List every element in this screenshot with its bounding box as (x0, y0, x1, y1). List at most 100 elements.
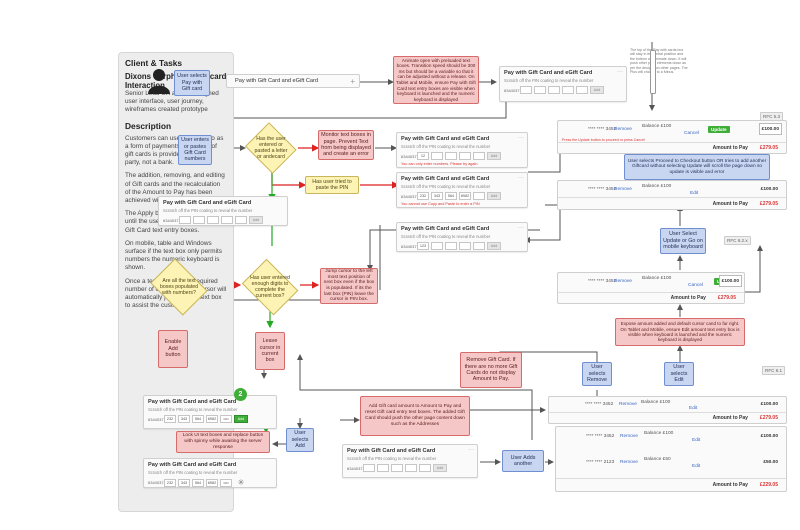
remove-link[interactable]: Remove (614, 186, 632, 192)
add-button-disabled[interactable]: Add (487, 152, 501, 160)
form-subtitle: Scratch off the PIN coating to reveal th… (504, 78, 594, 83)
edit-link-1[interactable]: Edit (692, 437, 701, 443)
add-button-disabled[interactable]: Add (249, 216, 263, 224)
num-field-1[interactable]: 12 (417, 152, 429, 160)
cancel-link[interactable]: Cancel (688, 282, 703, 288)
num-field-1[interactable] (520, 86, 532, 94)
form-subtitle: Scratch off the PIN coating to reveal th… (401, 144, 491, 149)
add-button-disabled[interactable]: Add (590, 86, 604, 94)
section-title-description: Description (125, 120, 172, 131)
total-row: Amount to Pay £279.05 (558, 142, 786, 153)
card-label: 6344037 (504, 87, 520, 93)
giftcard-form-letters-error: Pay with Gift Card and eGift Card Scratc… (396, 132, 528, 168)
num-field-1[interactable] (363, 464, 375, 472)
giftcard-form-paste-error: Pay with Gift Card and eGift Card Scratc… (396, 172, 528, 208)
form-title: Pay with Gift Card and eGift Card (401, 226, 490, 232)
cancel-link[interactable]: Cancel (684, 130, 699, 136)
edit-amount-field[interactable]: £100.00 (718, 275, 742, 287)
num-field-3[interactable] (207, 216, 219, 224)
num-field-2: 343 (178, 478, 190, 487)
num-field-2[interactable] (534, 86, 546, 94)
num-field-3[interactable]: 564 (192, 415, 204, 423)
num-field-3[interactable] (391, 464, 403, 472)
pin-field[interactable] (473, 192, 485, 200)
remove-link[interactable]: Remove (619, 401, 637, 407)
letters-error: You can only enter numbers. Please try a… (401, 162, 478, 166)
remove-link[interactable]: Remove (614, 126, 632, 132)
amount-to-pay-label: Amount to Pay (712, 145, 748, 151)
add-button-disabled[interactable]: Add (433, 464, 447, 472)
update-button[interactable]: Update (708, 123, 730, 135)
num-field-4[interactable] (562, 86, 574, 94)
edit-link[interactable]: Edit (690, 190, 699, 196)
add-button-disabled[interactable]: Add (487, 242, 501, 250)
num-field-3[interactable] (445, 242, 457, 250)
remove-link[interactable]: Remove (614, 278, 632, 284)
amount: £100.00 (760, 401, 778, 407)
num-field-4[interactable] (405, 464, 417, 472)
node-user-adds-another: User Adds another (502, 450, 544, 472)
pay-with-giftcard-bar[interactable]: Pay with Gift Card and eGift Card + (226, 74, 360, 88)
num-field-3[interactable]: 564 (445, 192, 457, 200)
remove-link-2[interactable]: Remove (620, 459, 638, 465)
edit-link[interactable]: Edit (689, 405, 698, 411)
node-enable-add: Enable Add button (158, 330, 188, 368)
amount-to-pay-value: £229.05 (759, 482, 778, 488)
user-avatar-icon (148, 69, 170, 94)
node-proceed-checkout: User selects Proceed to Checkout button … (624, 154, 770, 180)
num-field-4: 8982 (206, 478, 218, 487)
remove-link-1[interactable]: Remove (620, 433, 638, 439)
pin-field: •••• (220, 478, 232, 487)
bar-label: Pay with Gift Card and eGift Card (235, 78, 319, 84)
form-title: Pay with Gift Card and eGift Card (148, 399, 237, 405)
form-title: Pay with Gift Card and eGift Card (504, 70, 593, 76)
pin-field[interactable] (235, 216, 247, 224)
paste-error: You cannot use Copy and Paste to enter a… (401, 202, 480, 206)
node-lock-ui: Lock UI text boxes and replace button wi… (176, 431, 270, 453)
total-row: Amount to Pay £279.05 (558, 197, 786, 209)
node-monitor-textboxes: Monitor text boxes in page. Prevent Text… (318, 130, 374, 160)
edit-link-2[interactable]: Edit (692, 463, 701, 469)
num-field-2[interactable] (431, 242, 443, 250)
balance-2: Balance £50 (644, 456, 671, 462)
num-field-3[interactable] (548, 86, 560, 94)
num-field-4[interactable] (459, 152, 471, 160)
add-button[interactable]: Add (234, 415, 248, 423)
rfc-tag-6-1: RFC 6.1 (762, 366, 786, 375)
balance: Balance £100 (642, 183, 672, 189)
num-field-3[interactable] (445, 152, 457, 160)
pin-field[interactable]: •••• (220, 415, 232, 423)
num-field-1[interactable] (179, 216, 191, 224)
num-field-4[interactable] (221, 216, 233, 224)
card-mask: **** **** 3452 (585, 401, 614, 407)
form-title: Pay with Gift Card and eGift Card (401, 176, 490, 182)
form-subtitle: Scratch off the PIN coating to reveal th… (347, 456, 437, 461)
balance: Balance £100 (641, 399, 671, 405)
add-button-disabled[interactable]: Add (487, 192, 501, 200)
num-field-2[interactable] (431, 152, 443, 160)
form-title: Pay with Gift Card and eGift Card (347, 448, 436, 454)
amount: £100.00 (760, 186, 778, 192)
num-field-4[interactable]: 8982 (206, 415, 218, 423)
num-field-2[interactable]: 343 (178, 415, 190, 423)
step-badge: 2 (234, 388, 247, 401)
num-field-4[interactable]: 8982 (459, 192, 471, 200)
num-field-1[interactable]: 232 (164, 415, 176, 423)
pin-field[interactable] (473, 152, 485, 160)
num-field-2[interactable] (193, 216, 205, 224)
num-field-2[interactable] (377, 464, 389, 472)
card-label: 6344037 (148, 416, 164, 422)
edit-amount-field[interactable]: £100.00 (758, 123, 782, 135)
node-remove-gift-card: Remove Gift Card. If there are no more G… (460, 352, 522, 388)
pin-field[interactable] (576, 86, 588, 94)
num-field-1[interactable]: 232 (417, 192, 429, 200)
pin-field[interactable] (473, 242, 485, 250)
num-field-2[interactable]: 343 (431, 192, 443, 200)
gift-card-summary-single: **** **** 3452 Remove Balance £100 Edit … (548, 396, 787, 424)
card-label: 6344037 (163, 217, 179, 223)
num-field-1[interactable]: 123 (417, 242, 429, 250)
edit-mode-row: **** **** 3452 Remove Balance £100 Cance… (557, 272, 745, 304)
num-field-4[interactable] (459, 242, 471, 250)
pin-field[interactable] (419, 464, 431, 472)
